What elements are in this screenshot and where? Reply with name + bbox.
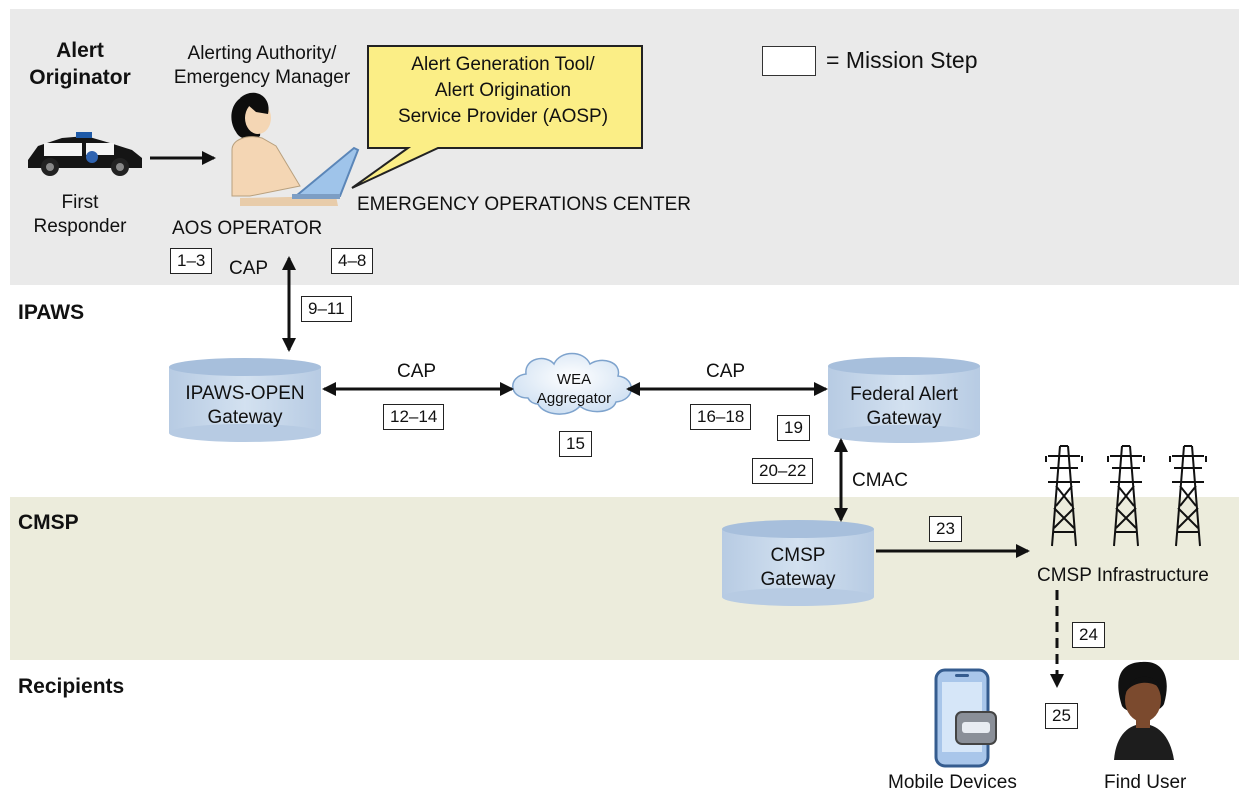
user-avatar-icon	[1114, 661, 1174, 760]
protocol-cap-ipaws-wea: CAP	[397, 361, 437, 382]
step-box: 19	[777, 415, 810, 441]
federal-alert-gateway-label: Federal Alert Gateway	[850, 384, 958, 429]
police-car-icon	[28, 132, 142, 176]
callout-bubble	[351, 45, 643, 189]
cmsp-infrastructure-label: CMSP Infrastructure	[1037, 565, 1209, 586]
step-box: 1–3	[170, 248, 213, 274]
alerting-authority-label: Alerting Authority/ Emergency Manager	[173, 43, 351, 88]
legend-swatch	[762, 46, 816, 76]
callout-text: Alert Generation Tool/ Alert Origination…	[397, 54, 609, 127]
cmsp-band	[10, 497, 1239, 660]
eoc-label: EMERGENCY OPERATIONS CENTER	[357, 194, 691, 215]
step-box: 23	[929, 516, 962, 542]
federal-alert-gateway-cylinder	[828, 357, 980, 443]
section-ipaws: IPAWS	[18, 301, 85, 324]
step-box: 9–11	[301, 296, 352, 322]
step-box: 15	[559, 431, 592, 457]
step-box: 16–18	[690, 404, 752, 430]
cmsp-gateway-cylinder	[722, 520, 874, 606]
cmsp-gateway-label: CMSP Gateway	[760, 545, 836, 590]
step-box: 25	[1045, 703, 1078, 729]
protocol-cap-operator: CAP	[229, 258, 269, 279]
step-box: 24	[1072, 622, 1105, 648]
aos-operator-label: AOS OPERATOR	[172, 218, 323, 239]
first-responder-label: First Responder	[33, 192, 127, 237]
wea-aggregator-cloud	[512, 352, 632, 415]
section-alert-originator: Alert Originator	[29, 39, 131, 89]
protocol-cmac: CMAC	[852, 470, 908, 491]
wea-aggregator-label: WEA Aggregator	[536, 371, 612, 407]
laptop-icon	[292, 146, 360, 199]
step-box: 20–22	[752, 458, 814, 484]
mobile-device-icon	[934, 668, 997, 768]
section-cmsp: CMSP	[18, 511, 79, 534]
protocol-cap-wea-federal: CAP	[706, 361, 746, 382]
ipaws-open-cylinder	[169, 358, 321, 442]
ipaws-open-label: IPAWS-OPEN Gateway	[185, 383, 305, 428]
mobile-devices-label: Mobile Devices	[888, 772, 1017, 793]
find-user-label: Find User	[1104, 772, 1187, 793]
step-box: 4–8	[331, 248, 374, 274]
section-recipients: Recipients	[18, 675, 125, 698]
operator-icon	[231, 92, 338, 206]
legend-label: = Mission Step	[826, 47, 978, 73]
cell-tower-icon	[1045, 445, 1207, 547]
step-box: 12–14	[383, 404, 445, 430]
